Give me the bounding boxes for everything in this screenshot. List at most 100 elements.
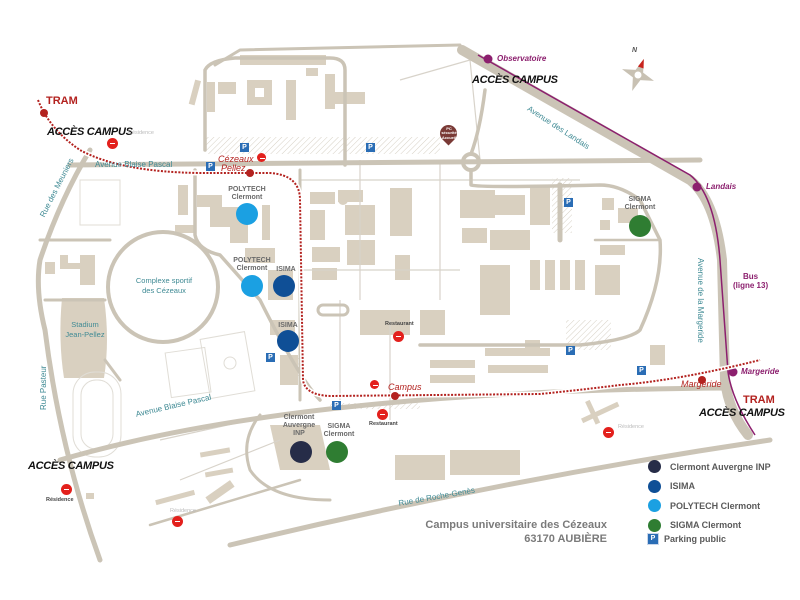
school-line2: Clermont (323, 431, 355, 439)
legend-item-polytech: POLYTECH Clermont (648, 496, 771, 516)
tram-stop-label-campus: Campus (388, 382, 422, 392)
parking-icon[interactable]: P (566, 346, 575, 355)
residence-restaurant-icon[interactable] (603, 427, 614, 438)
legend-item-isima: ISIMA (648, 477, 771, 497)
restaurant-icon[interactable] (393, 331, 404, 342)
tram-stop-campus (391, 392, 399, 400)
residence-restaurant-icon[interactable] (172, 516, 183, 527)
legend-item-sigma: SIGMA Clermont (648, 516, 771, 536)
marker-sigma-2 (326, 441, 348, 463)
legend-dot-icon (648, 460, 661, 474)
parking-icon: P (647, 533, 659, 545)
residence-restaurant-icon[interactable] (61, 484, 72, 495)
complexe-line1: Complexe sportif (135, 276, 193, 285)
school-label-sigma-1: SIGMA Clermont (618, 196, 662, 212)
legend-label: ISIMA (670, 481, 696, 492)
parking-icon[interactable]: P (564, 198, 573, 207)
restaurant-icon[interactable] (377, 409, 388, 420)
security-pin-label: PC sécurité Accueil (440, 126, 458, 140)
parking-icon[interactable]: P (206, 162, 215, 171)
bus-line-label: Bus (ligne 13) (733, 272, 768, 290)
bus-stop-label-landais: Landais (706, 182, 737, 191)
marker-isima-2 (277, 330, 299, 352)
legend-label: SIGMA Clermont (670, 520, 742, 531)
minor-paths (159, 59, 580, 481)
stadium-line2: Jean-Pellez (65, 329, 105, 339)
school-line1: SIGMA (327, 423, 351, 430)
access-label-north: ACCÈS CAMPUS (472, 74, 558, 86)
school-line3: INP (293, 430, 305, 438)
tram-label-east: TRAM (743, 394, 775, 406)
legend-parking: P Parking public (647, 533, 727, 545)
school-line2: Clermont (624, 204, 656, 212)
bus-line-13 (477, 54, 756, 436)
bus-stop-margeride (728, 367, 738, 377)
school-line1: POLYTECH (228, 186, 266, 193)
marker-inp (290, 441, 312, 463)
parking-icon[interactable]: P (266, 353, 275, 362)
residence-restaurant-icon[interactable] (107, 138, 118, 149)
map-title-block: Campus universitaire des Cézeaux 63170 A… (425, 518, 607, 547)
tram-stop-tram-west (40, 109, 48, 117)
tram-stop-margeride (698, 376, 706, 384)
pc-line1: PC (446, 126, 452, 131)
school-line1: ISIMA (278, 322, 298, 329)
school-line2: Clermont (236, 265, 268, 273)
complexe-line2: des Cézeaux (142, 285, 186, 295)
bus-stop-label-observatoire: Observatoire (497, 54, 547, 63)
tram-stop-label-cezeaux: Cézeaux (218, 154, 254, 164)
restaurant-icon[interactable] (370, 380, 379, 389)
complexe-sportif-label: Complexe sportif des Cézeaux (128, 276, 200, 296)
map-title: Campus universitaire des Cézeaux (425, 519, 607, 531)
school-markers (236, 203, 651, 463)
restaurant-icon[interactable] (257, 153, 266, 162)
access-label-southwest: ACCÈS CAMPUS (28, 460, 114, 472)
pc-line3: Accueil (441, 134, 457, 140)
school-label-isima-2: ISIMA (276, 322, 300, 330)
street-margeride: Avenue de la Margeride (696, 258, 705, 343)
school-label-polytech-1: POLYTECH Clermont (225, 186, 269, 202)
tram-stop-label-pellez: Pellez (221, 163, 246, 173)
legend-parking-label: Parking public (664, 534, 727, 544)
tram-stop-label-margeride: Margeride (681, 379, 722, 389)
residence-label-faint-1: Résidence (128, 130, 154, 136)
bus-stop-observatoire (483, 54, 493, 64)
parking-icon[interactable]: P (637, 366, 646, 375)
buildings (45, 55, 665, 506)
bus-label-line2: (ligne 13) (733, 281, 769, 291)
marker-polytech-2 (241, 275, 263, 297)
tram-stop-cezeaux-pellez (246, 169, 254, 177)
residence-label: Résidence (46, 497, 74, 503)
parking-icon[interactable]: P (366, 143, 375, 152)
school-label-sigma-2: SIGMA Clermont (317, 423, 361, 439)
bus-label-line1: Bus (743, 272, 759, 281)
street-pasteur: Rue Pasteur (39, 365, 48, 410)
stadium-line1: Stadium (71, 320, 99, 329)
parking-icon[interactable]: P (240, 143, 249, 152)
residence-label-faint-3: Résidence (618, 424, 644, 430)
legend: Clermont Auvergne INP ISIMA POLYTECH Cle… (648, 457, 771, 535)
school-label-polytech-2: POLYTECH Clermont (230, 257, 274, 273)
map-subtitle: 63170 AUBIÈRE (524, 533, 607, 546)
legend-item-inp: Clermont Auvergne INP (648, 457, 771, 477)
bus-stop-landais (692, 182, 702, 192)
access-label-west: ACCÈS CAMPUS (47, 126, 133, 138)
school-line1: POLYTECH (233, 257, 271, 264)
school-line2: Auvergne (282, 422, 316, 430)
pc-line2: sécurité (441, 130, 457, 136)
compass-icon (622, 59, 654, 91)
school-line1: Clermont (283, 414, 315, 421)
tram-label-west: TRAM (46, 95, 78, 107)
school-label-inp: Clermont Auvergne INP (277, 414, 321, 438)
tram-line (35, 99, 761, 400)
access-label-east: ACCÈS CAMPUS (699, 407, 785, 419)
marker-polytech-1 (236, 203, 258, 225)
restaurant-label-2: Restaurant (369, 421, 398, 427)
compass-north-label: N (632, 47, 638, 54)
parking-icon[interactable]: P (332, 401, 341, 410)
legend-dot-icon (648, 499, 661, 513)
school-line1: ISIMA (276, 266, 296, 273)
legend-label: POLYTECH Clermont (670, 500, 761, 511)
bus-stop-label-margeride: Margeride (741, 367, 780, 376)
